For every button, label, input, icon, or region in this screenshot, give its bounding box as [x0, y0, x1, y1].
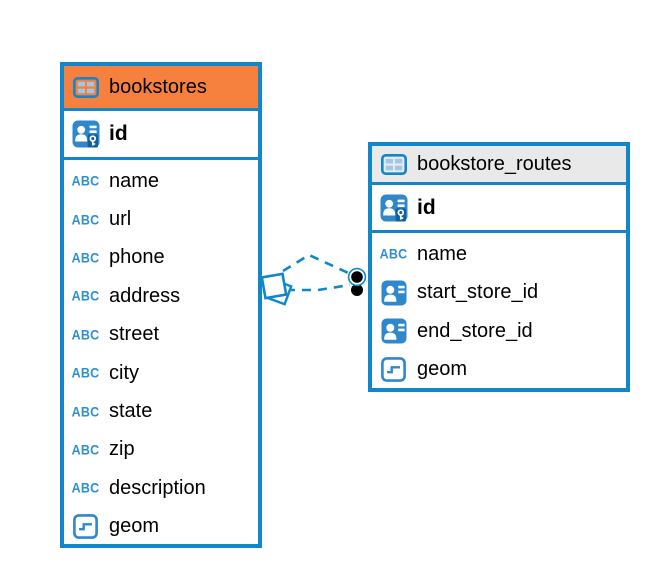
column-name: url: [109, 208, 132, 231]
table-title: bookstores: [109, 75, 207, 98]
column-row[interactable]: ABC phone: [71, 239, 251, 277]
text-type-icon: ABC: [71, 250, 100, 266]
column-name: id: [417, 195, 436, 219]
column-row[interactable]: ABC city: [71, 354, 251, 392]
column-row-pk[interactable]: id: [64, 111, 258, 160]
table-bookstore-routes[interactable]: bookstore_routes id ABC: [368, 142, 630, 392]
column-name: city: [109, 361, 139, 384]
text-type-icon: ABC: [71, 288, 100, 304]
column-row[interactable]: ABC url: [71, 200, 251, 238]
text-type-icon: ABC: [71, 212, 100, 228]
text-type-icon: ABC: [71, 365, 100, 381]
column-name: state: [109, 400, 153, 423]
text-type-icon: ABC: [71, 442, 100, 458]
geometry-type-icon: [71, 514, 100, 540]
column-name: geom: [417, 358, 468, 381]
table-icon: [71, 76, 100, 98]
source-diamond-marker: [260, 272, 293, 306]
table-title: bookstore_routes: [417, 152, 572, 175]
column-name: name: [417, 242, 468, 265]
column-row[interactable]: geom: [71, 508, 251, 546]
column-name: description: [109, 476, 206, 499]
column-row[interactable]: ABC state: [71, 392, 251, 430]
column-row[interactable]: end_store_id: [379, 312, 619, 351]
column-name: address: [109, 284, 181, 307]
column-row[interactable]: ABC street: [71, 316, 251, 354]
column-name: start_store_id: [417, 281, 539, 304]
column-row-pk[interactable]: id: [372, 185, 626, 233]
primary-key-icon: [71, 120, 100, 148]
primary-key-icon: [379, 194, 408, 222]
table-header-bookstore-routes[interactable]: bookstore_routes: [372, 146, 626, 185]
reference-type-icon: [379, 318, 408, 344]
text-type-icon: ABC: [379, 246, 408, 262]
column-name: end_store_id: [417, 319, 533, 342]
target-dot-markers: [347, 267, 367, 298]
table-icon: [379, 153, 408, 175]
relationship-connector[interactable]: [238, 228, 383, 338]
column-row[interactable]: ABC description: [71, 469, 251, 507]
column-list: ABC name start_store_id: [372, 233, 626, 389]
column-name: id: [109, 122, 128, 145]
relationship-lines[interactable]: [282, 253, 356, 292]
column-row[interactable]: start_store_id: [379, 274, 619, 313]
column-row[interactable]: ABC name: [71, 162, 251, 200]
text-type-icon: ABC: [71, 480, 100, 496]
column-list: ABC name ABC url ABC phone ABC address A…: [64, 160, 258, 546]
column-row[interactable]: ABC zip: [71, 431, 251, 469]
text-type-icon: ABC: [71, 327, 100, 343]
column-row[interactable]: ABC address: [71, 277, 251, 315]
column-row[interactable]: ABC name: [379, 235, 619, 274]
column-name: geom: [109, 515, 160, 538]
reference-type-icon: [379, 280, 408, 306]
column-name: phone: [109, 246, 165, 269]
column-name: zip: [109, 438, 135, 461]
table-header-bookstores[interactable]: bookstores: [64, 66, 258, 111]
text-type-icon: ABC: [71, 173, 100, 189]
table-bookstores[interactable]: bookstores id ABC na: [60, 62, 262, 548]
column-row[interactable]: geom: [379, 351, 619, 390]
geometry-type-icon: [379, 357, 408, 383]
text-type-icon: ABC: [71, 403, 100, 420]
column-name: name: [109, 169, 160, 192]
column-name: street: [109, 323, 160, 346]
